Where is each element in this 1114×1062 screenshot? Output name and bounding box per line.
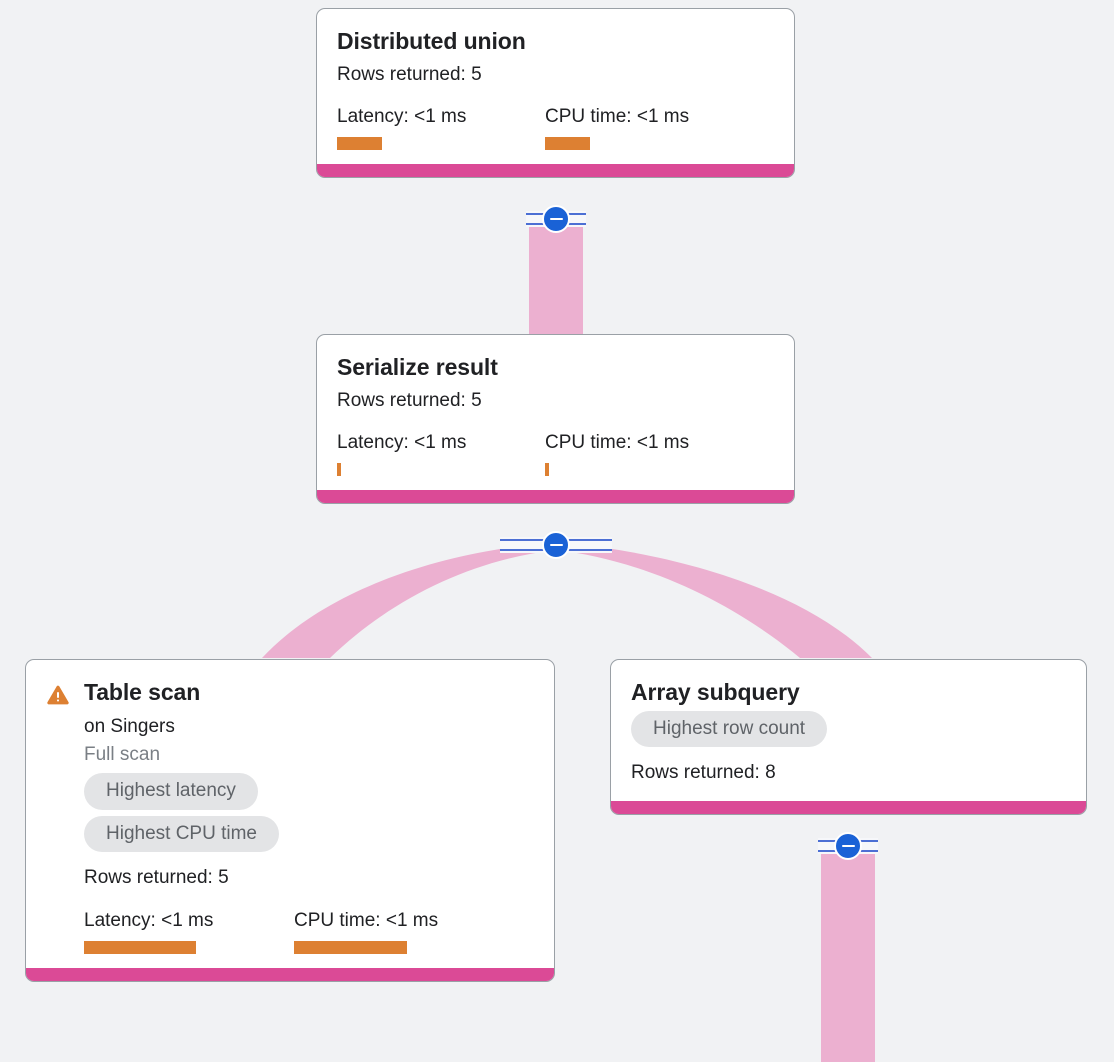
metric-latency-label: Latency: <1 ms: [337, 106, 467, 128]
plan-node-rows-returned: Rows returned: 5: [84, 867, 229, 889]
metric-cpu-time: CPU time: <1 ms: [545, 432, 690, 477]
chip-highest-row-count[interactable]: Highest row count: [631, 710, 828, 748]
edge-serialize-result-to-array-subquery: [556, 544, 872, 658]
toggle-array-subquery[interactable]: [818, 831, 878, 861]
plan-node-title: Serialize result: [337, 354, 498, 380]
toggle-distributed-union[interactable]: [526, 204, 586, 234]
plan-node-array-subquery[interactable]: Array subquery Highest row count Rows re…: [610, 659, 1087, 816]
edge-array-subquery-to-child: [821, 840, 875, 1062]
plan-node-table-scan[interactable]: Table scan on Singers Full scan Highest …: [25, 659, 555, 982]
plan-node-accent-bar: [611, 801, 1086, 815]
metric-latency: Latency: <1 ms: [337, 432, 545, 477]
metric-cpu-time-bar: [545, 463, 549, 477]
minus-glyph: [549, 543, 563, 547]
plan-node-chips: Highest latency Highest CPU time: [84, 773, 534, 858]
plan-node-accent-bar: [317, 164, 794, 178]
plan-node-metrics: Latency: <1 ms CPU time: <1 ms: [337, 106, 774, 151]
metric-latency-label: Latency: <1 ms: [337, 432, 467, 454]
plan-node-accent-bar: [26, 967, 554, 981]
warning-triangle-icon: [47, 685, 69, 705]
metric-latency-bar: [337, 137, 382, 151]
metric-cpu-time-bar: [545, 137, 590, 151]
collapse-minus-icon[interactable]: [542, 205, 570, 233]
plan-node-distributed-union[interactable]: Distributed union Rows returned: 5 Laten…: [316, 8, 795, 179]
toggle-serialize-result[interactable]: [500, 530, 612, 560]
metric-cpu-time: CPU time: <1 ms: [294, 910, 438, 954]
metric-latency: Latency: <1 ms: [337, 106, 545, 151]
edge-serialize-result-to-table-scan: [262, 544, 556, 658]
plan-node-detail: Full scan: [84, 743, 161, 765]
plan-node-title: Distributed union: [337, 28, 526, 54]
metric-cpu-time-label: CPU time: <1 ms: [294, 910, 439, 932]
chip-highest-latency[interactable]: Highest latency: [84, 773, 258, 810]
metric-cpu-time: CPU time: <1 ms: [545, 106, 690, 151]
metric-latency-bar: [337, 463, 341, 477]
metric-latency-bar: [84, 940, 196, 954]
plan-node-serialize-result[interactable]: Serialize result Rows returned: 5 Latenc…: [316, 334, 795, 505]
metric-cpu-time-bar: [294, 940, 407, 954]
collapse-minus-icon[interactable]: [542, 531, 570, 559]
plan-node-rows-returned: Rows returned: 5: [337, 63, 482, 85]
chip-highest-cpu-time[interactable]: Highest CPU time: [84, 815, 279, 853]
plan-node-rows-returned: Rows returned: 8: [631, 762, 776, 784]
plan-node-chips: Highest row count: [631, 710, 1066, 754]
minus-glyph: [841, 844, 855, 848]
metric-cpu-time-label: CPU time: <1 ms: [545, 432, 690, 454]
plan-node-rows-returned: Rows returned: 5: [337, 389, 482, 411]
plan-node-title: Array subquery: [631, 679, 800, 705]
plan-node-subtitle: on Singers: [84, 716, 175, 737]
plan-node-metrics: Latency: <1 ms CPU time: <1 ms: [337, 432, 774, 477]
metric-cpu-time-label: CPU time: <1 ms: [545, 106, 690, 128]
plan-node-accent-bar: [317, 490, 794, 504]
plan-node-metrics: Latency: <1 ms CPU time: <1 ms: [84, 910, 534, 954]
metric-latency-label: Latency: <1 ms: [84, 910, 214, 932]
plan-node-title: Table scan: [84, 679, 201, 705]
collapse-minus-icon[interactable]: [834, 832, 862, 860]
minus-glyph: [549, 217, 563, 221]
metric-latency: Latency: <1 ms: [84, 910, 294, 954]
